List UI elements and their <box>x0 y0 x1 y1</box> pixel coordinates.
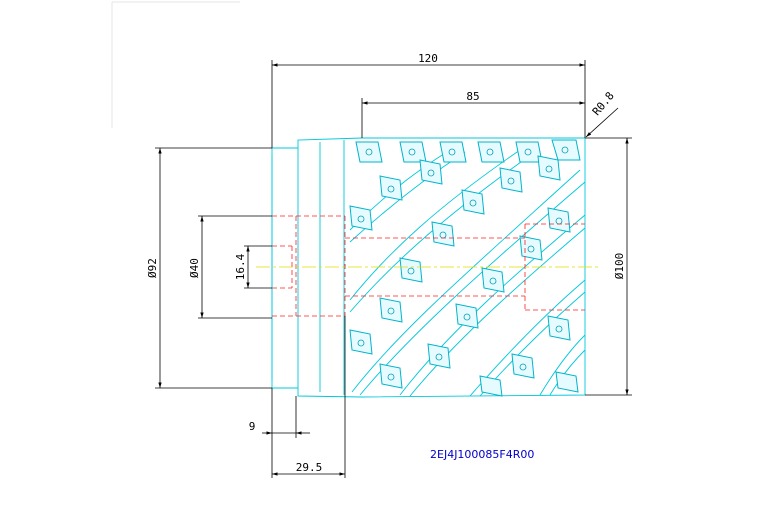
dim-flange-width: 9 <box>249 420 256 433</box>
dim-cutting-length: 85 <box>466 90 479 103</box>
insert-screws <box>357 146 569 381</box>
dim-corner-radius: R0.8 <box>590 89 617 118</box>
cutting-inserts <box>349 139 581 397</box>
dimension-lines <box>155 60 632 478</box>
dim-overall-length: 120 <box>418 52 438 65</box>
dim-shank-diameter: Ø92 <box>146 258 159 278</box>
dim-bore-diameter: Ø40 <box>188 258 201 278</box>
tool-body <box>271 137 586 398</box>
part-code: 2EJ4J100085F4R00 <box>430 448 534 461</box>
dim-bore-depth: 29.5 <box>296 461 323 474</box>
dim-keyway-width: 16.4 <box>234 253 247 280</box>
hidden-bore <box>272 215 585 317</box>
dim-cutting-diameter: Ø100 <box>613 253 626 280</box>
